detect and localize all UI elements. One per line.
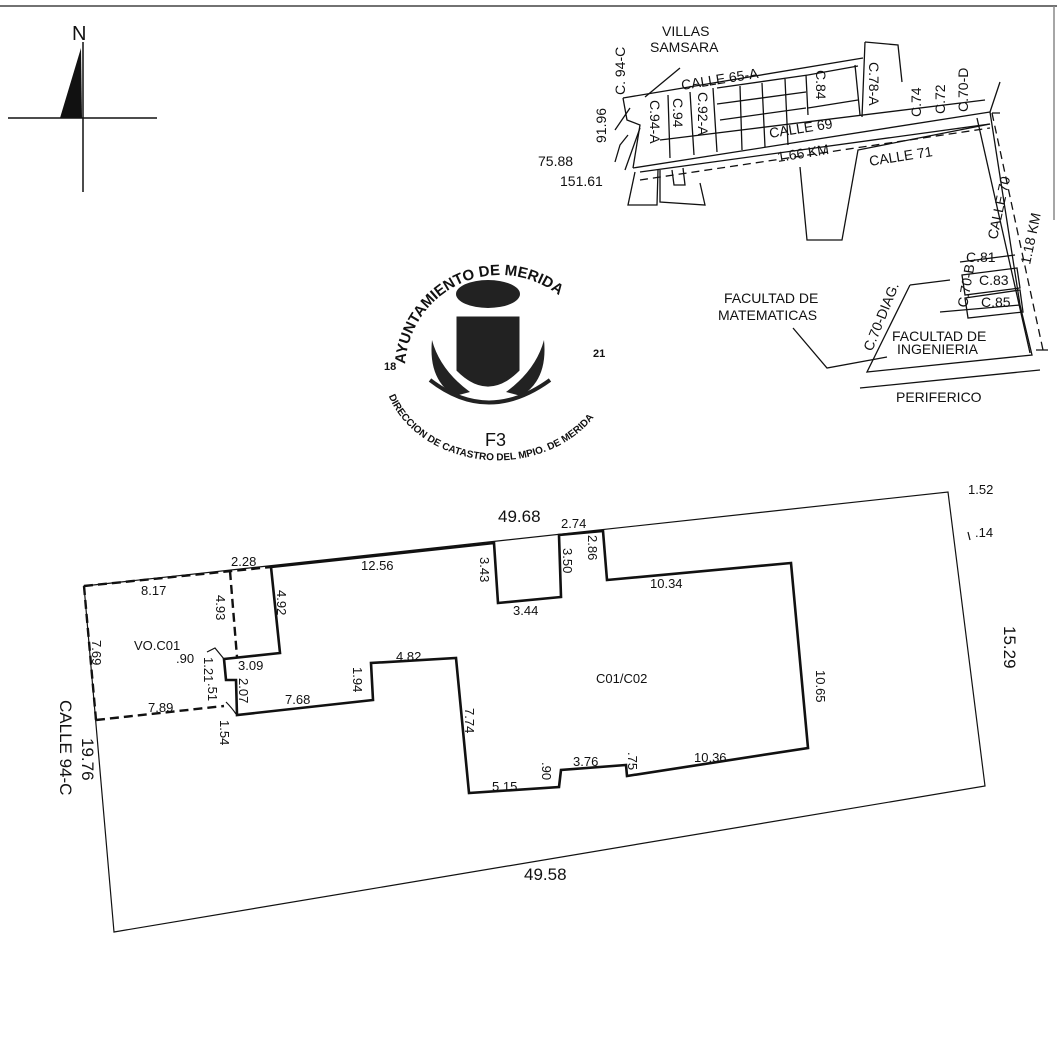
street-c83: C.83	[979, 272, 1009, 288]
lot-dim-right: 15.29	[1000, 626, 1019, 669]
dim-2-28: 2.28	[231, 554, 256, 569]
street-calle-69: CALLE 69	[768, 115, 834, 141]
dim-7-89: 7.89	[148, 700, 173, 715]
dim-0-90-left: .90	[176, 651, 194, 666]
dim-7-68: 7.68	[285, 692, 310, 707]
area-label-c01-c02: C01/C02	[596, 671, 647, 686]
street-c94a: C.94-A	[647, 100, 663, 144]
dim-12-56: 12.56	[361, 558, 394, 573]
dim-3-44: 3.44	[513, 603, 538, 618]
area-label-vo-c01: VO.C01	[134, 638, 180, 653]
dim-2-86: 2.86	[585, 535, 600, 560]
dim-4-82: 4.82	[396, 649, 421, 664]
distance-75-88: 75.88	[538, 153, 573, 169]
street-c94: C.94	[670, 98, 686, 128]
municipal-seal: AYUNTAMIENTO DE MERIDA DIRECCION DE CATA…	[384, 262, 605, 463]
lot-dim-top: 49.68	[498, 507, 541, 526]
street-c78a: C.78-A	[866, 62, 882, 106]
street-c84: C.84	[813, 70, 829, 100]
street-c85: C.85	[981, 294, 1011, 310]
dim-0-51: .51	[205, 683, 220, 701]
street-calle-94c: CALLE 94-C	[56, 700, 75, 795]
lot-dim-top-right-a: 1.52	[968, 482, 993, 497]
landmark-fac-ing-2: INGENIERIA	[897, 341, 979, 357]
dim-7-74: 7.74	[462, 708, 477, 733]
landmark-fac-mat-1: FACULTAD DE	[724, 290, 818, 306]
dim-2-07: 2.07	[236, 678, 251, 703]
distance-91-96: 91.96	[593, 108, 609, 143]
dim-3-50: 3.50	[560, 548, 575, 573]
street-c70b: C.70-B	[954, 263, 977, 309]
label-villas: VILLAS	[662, 23, 709, 39]
landmark-fac-ing-1: FACULTAD DE	[892, 328, 986, 344]
lot-dim-left: 19.76	[78, 738, 97, 781]
dim-8-17: 8.17	[141, 583, 166, 598]
street-calle-71: CALLE 71	[868, 143, 934, 169]
distance-151-61: 151.61	[560, 173, 603, 189]
dim-1-94: 1.94	[350, 667, 365, 692]
seal-code: F3	[485, 430, 506, 450]
dim-10-65: 10.65	[813, 670, 828, 703]
dim-4-93: 4.93	[213, 595, 228, 620]
street-c81: C.81	[966, 249, 996, 265]
dim-3-43: 3.43	[477, 557, 492, 582]
dim-2-74: 2.74	[561, 516, 586, 531]
landmark-fac-mat-2: MATEMATICAS	[718, 307, 817, 323]
dim-5-15: 5.15	[492, 779, 517, 794]
lot-dim-bottom: 49.58	[524, 865, 567, 884]
distance-1-18-km: 1.18 KM	[1017, 211, 1043, 265]
coat-of-arms-icon	[428, 280, 552, 405]
lot-boundary	[83, 491, 986, 933]
dim-0-75: .75	[625, 752, 640, 770]
dim-10-34: 10.34	[650, 576, 683, 591]
dim-10-36: 10.36	[694, 750, 727, 765]
street-periferico: PERIFERICO	[896, 389, 982, 405]
street-c70d: C.70-D	[955, 68, 971, 112]
street-c72: C.72	[932, 84, 948, 114]
building-outline	[222, 529, 810, 795]
leader-line	[644, 67, 681, 98]
north-arrow-icon: N	[8, 23, 157, 192]
locator-map: VILLAS SAMSARA C. 94-C 91.96 75.88 151.6…	[538, 23, 1048, 405]
dim-3-09: 3.09	[238, 658, 263, 673]
dim-1-54: 1.54	[217, 720, 232, 745]
street-c92a: C.92-A	[695, 92, 711, 136]
label-samsara: SAMSARA	[650, 39, 719, 55]
seal-year-left: 18	[384, 361, 396, 373]
lot-plan	[82, 491, 986, 933]
lot-dim-top-right-b: .14	[975, 525, 993, 540]
seal-year-right: 21	[593, 348, 605, 360]
dim-1-21: 1.21	[201, 657, 216, 682]
street-c74: C.74	[908, 87, 924, 117]
dim-4-92: 4.92	[274, 590, 289, 615]
dim-7-69: 7.69	[89, 640, 104, 665]
dim-3-76: 3.76	[573, 754, 598, 769]
street-c94c: C. 94-C	[612, 47, 628, 95]
north-label: N	[72, 23, 86, 45]
dim-0-90-bottom: .90	[539, 762, 554, 780]
street-calle-65a: CALLE 65-A	[680, 65, 760, 93]
